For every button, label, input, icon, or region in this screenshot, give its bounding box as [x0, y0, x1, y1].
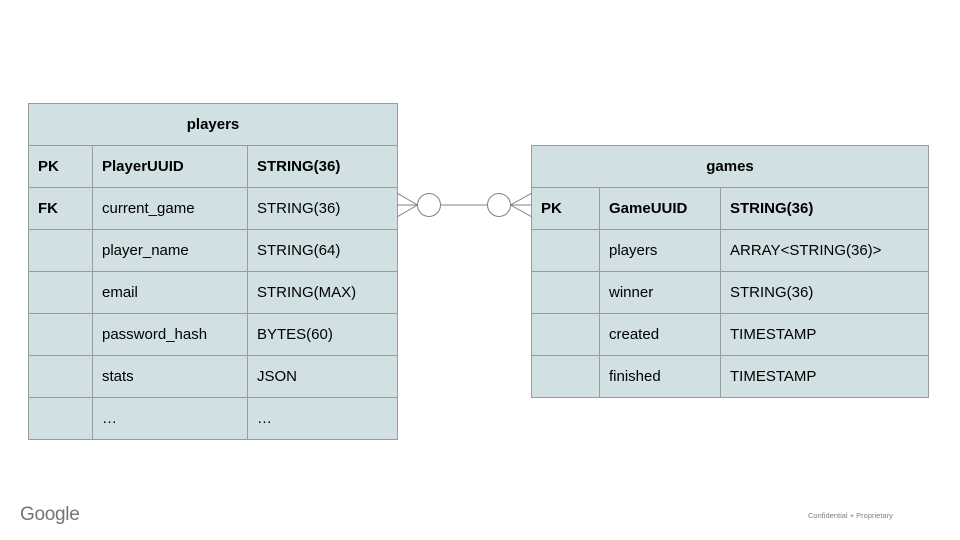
table-header-row: players — [27, 103, 399, 146]
type-cell: BYTES(60) — [246, 313, 399, 356]
key-cell — [531, 271, 600, 314]
type-cell: STRING(MAX) — [246, 271, 399, 314]
type-cell: STRING(36) — [246, 145, 399, 188]
confidential-note: Confidential + Proprietary — [808, 511, 893, 520]
table-row: finished TIMESTAMP — [531, 355, 930, 398]
type-cell: … — [246, 397, 399, 440]
field-cell: GameUUID — [599, 187, 721, 230]
table-row: PK PlayerUUID STRING(36) — [28, 145, 399, 188]
table-row: password_hash BYTES(60) — [28, 313, 399, 356]
field-cell: … — [92, 397, 248, 440]
key-cell: PK — [531, 187, 600, 230]
zero-circle-left-icon — [417, 193, 441, 217]
players-entity-table: players PK PlayerUUID STRING(36) FK curr… — [27, 103, 399, 440]
field-cell: current_game — [92, 187, 248, 230]
key-cell — [28, 397, 93, 440]
type-cell: TIMESTAMP — [719, 313, 930, 356]
crows-foot-connector — [397, 192, 532, 218]
table-row: player_name STRING(64) — [28, 229, 399, 272]
field-cell: created — [599, 313, 721, 356]
table-row: FK current_game STRING(36) — [28, 187, 399, 230]
type-cell: STRING(36) — [719, 271, 930, 314]
type-cell: ARRAY<STRING(36)> — [719, 229, 930, 272]
field-cell: PlayerUUID — [92, 145, 248, 188]
key-cell — [28, 229, 93, 272]
type-cell: JSON — [246, 355, 399, 398]
zero-circle-right-icon — [487, 193, 511, 217]
type-cell: STRING(64) — [246, 229, 399, 272]
key-cell — [28, 271, 93, 314]
table-row: email STRING(MAX) — [28, 271, 399, 314]
table-row: … … — [28, 397, 399, 440]
table-header-row: games — [530, 145, 930, 188]
key-cell — [531, 229, 600, 272]
key-cell: PK — [28, 145, 93, 188]
field-cell: stats — [92, 355, 248, 398]
key-cell — [28, 313, 93, 356]
field-cell: players — [599, 229, 721, 272]
field-cell: email — [92, 271, 248, 314]
table-row: stats JSON — [28, 355, 399, 398]
crows-foot-left-icon — [397, 192, 418, 218]
type-cell: STRING(36) — [246, 187, 399, 230]
google-logo: Google — [20, 504, 80, 525]
type-cell: TIMESTAMP — [719, 355, 930, 398]
key-cell — [531, 355, 600, 398]
key-cell — [28, 355, 93, 398]
field-cell: finished — [599, 355, 721, 398]
games-table-title: games — [530, 145, 930, 188]
table-row: PK GameUUID STRING(36) — [531, 187, 930, 230]
crows-foot-right-icon — [510, 192, 532, 218]
field-cell: password_hash — [92, 313, 248, 356]
type-cell: STRING(36) — [719, 187, 930, 230]
table-row: created TIMESTAMP — [531, 313, 930, 356]
field-cell: winner — [599, 271, 721, 314]
key-cell: FK — [28, 187, 93, 230]
games-entity-table: games PK GameUUID STRING(36) players ARR… — [530, 145, 930, 398]
players-table-title: players — [27, 103, 399, 146]
table-row: players ARRAY<STRING(36)> — [531, 229, 930, 272]
field-cell: player_name — [92, 229, 248, 272]
key-cell — [531, 313, 600, 356]
table-row: winner STRING(36) — [531, 271, 930, 314]
